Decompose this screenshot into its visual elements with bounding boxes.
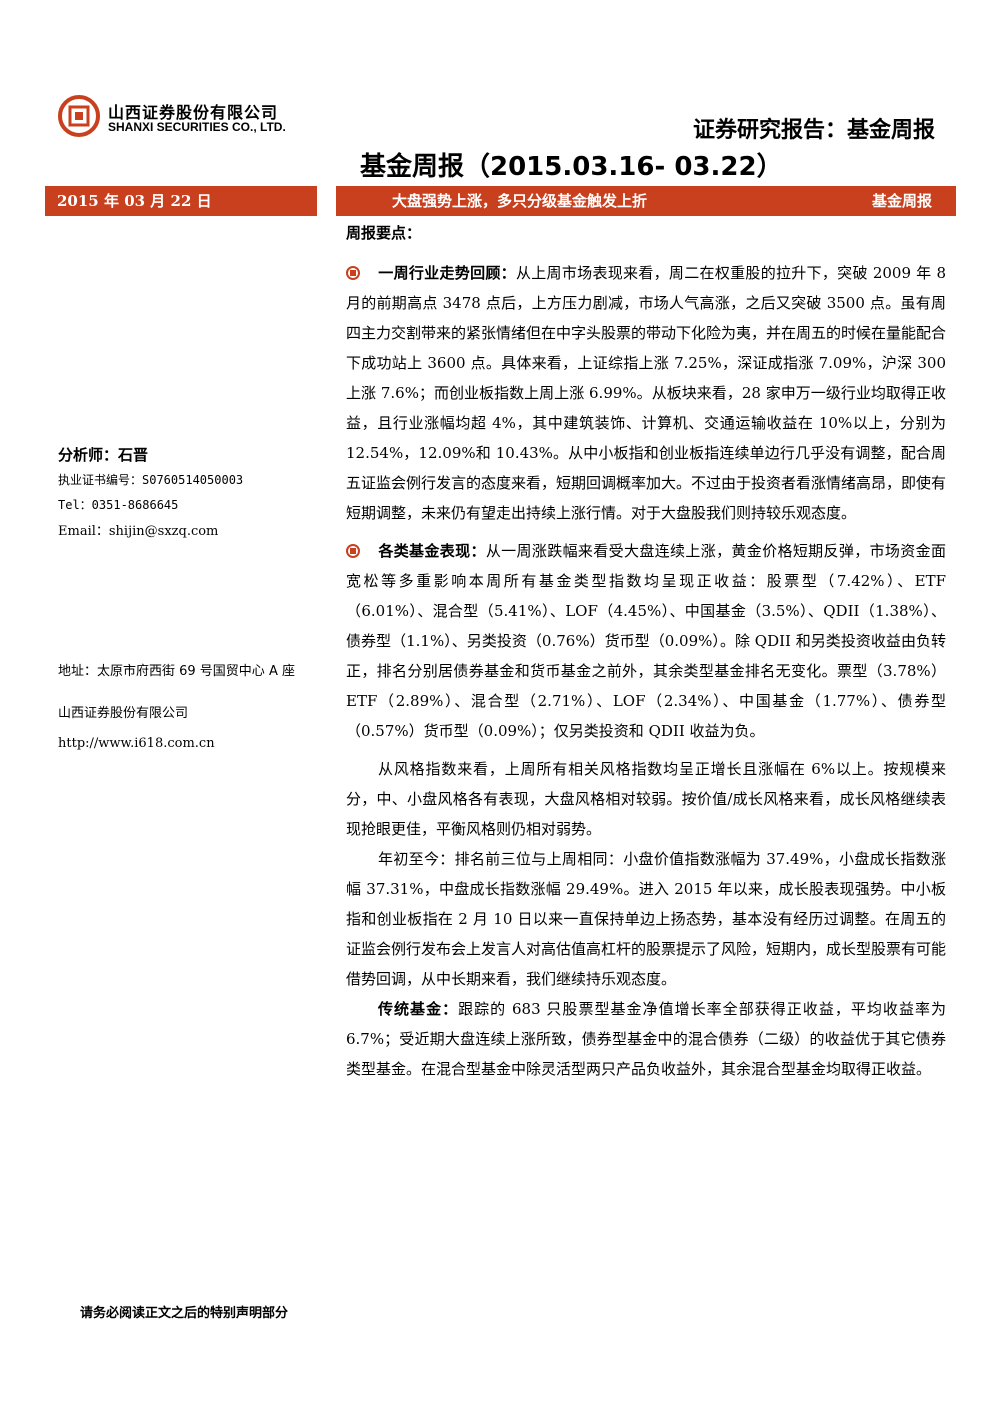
section-text: 从一周涨跌幅来看受大盘连续上涨，黄金价格短期反弹，市场资金面宽松等多重影响本周所… <box>346 542 946 740</box>
company-name-en: SHANXI SECURITIES CO., LTD. <box>108 120 286 134</box>
company-logo: 山西证券股份有限公司 SHANXI SECURITIES CO., LTD. <box>58 95 318 145</box>
paragraph-ytd: 年初至今：排名前三位与上周相同：小盘价值指数涨幅为 37.49%，小盘成长指数涨… <box>346 850 947 988</box>
bullet-icon <box>346 544 360 558</box>
footer-disclaimer: 请务必阅读正文之后的特别声明部分 <box>80 1306 289 1321</box>
company-address: 地址：太原市府西街 69 号国贸中心 A 座 <box>58 664 295 679</box>
logo-emblem-icon <box>58 95 100 137</box>
section-industry-review: 一周行业走势回顾：从上周市场表现来看，周二在权重股的拉升下，突破 2009 年 … <box>346 258 946 528</box>
section-title: 传统基金： <box>378 1000 459 1018</box>
section-text: 从上周市场表现来看，周二在权重股的拉升下，突破 2009 年 8 月的前期高点 … <box>346 264 947 522</box>
bullet-icon <box>346 266 360 280</box>
section-title: 一周行业走势回顾： <box>378 264 516 282</box>
analyst-name: 分析师：石晋 <box>58 446 149 464</box>
headline-banner: 大盘强势上涨，多只分级基金触发上折 基金周报 <box>336 186 956 216</box>
date-banner: 2015 年 03 月 22 日 <box>45 186 317 216</box>
analyst-tel: Tel：0351-8686645 <box>58 498 179 512</box>
company-name-cn: 山西证券股份有限公司 <box>108 103 279 122</box>
paragraph-traditional-funds: 传统基金：跟踪的 683 只股票型基金净值增长率全部获得正收益，平均收益率为 6… <box>346 994 946 1084</box>
report-type: 证券研究报告：基金周报 <box>692 118 935 143</box>
section-title: 各类基金表现： <box>378 542 486 560</box>
analyst-email[interactable]: Email：shijin@sxzq.com <box>58 524 219 539</box>
company-name-sidebar: 山西证券股份有限公司 <box>58 706 189 721</box>
page-title: 基金周报（2015.03.16- 03.22） <box>360 152 783 182</box>
summary-label: 周报要点： <box>346 224 422 242</box>
paragraph-style-index: 从风格指数来看，上周所有相关风格指数均呈正增长且涨幅在 6%以上。按规模来分，中… <box>346 760 946 838</box>
section-text: 跟踪的 683 只股票型基金净值增长率全部获得正收益，平均收益率为 6.7%；受… <box>346 1000 946 1078</box>
section-fund-performance: 各类基金表现：从一周涨跌幅来看受大盘连续上涨，黄金价格短期反弹，市场资金面宽松等… <box>346 536 946 746</box>
headline-text: 大盘强势上涨，多只分级基金触发上折 <box>392 192 648 210</box>
company-url[interactable]: http://www.i618.com.cn <box>58 736 215 751</box>
category-tag: 基金周报 <box>871 192 932 210</box>
analyst-cert: 执业证书编号：S0760514050003 <box>58 473 244 487</box>
report-body: 一周行业走势回顾：从上周市场表现来看，周二在权重股的拉升下，突破 2009 年 … <box>346 258 946 1084</box>
